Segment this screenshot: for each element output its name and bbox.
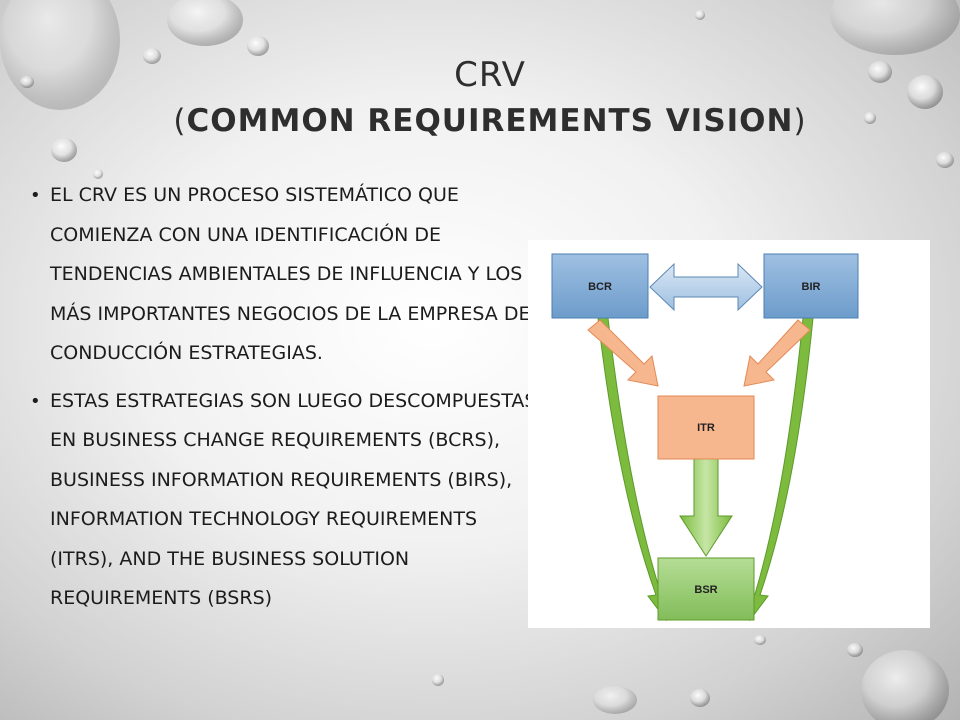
node-bsr-label: BSR <box>694 584 717 596</box>
node-bcr: BCR <box>551 253 649 319</box>
title-expansion-text: Common Requirements Vision <box>186 103 794 139</box>
node-bsr: BSR <box>657 557 755 621</box>
title-acronym: CRV <box>454 55 526 95</box>
arrow-bir-to-itr <box>743 319 811 387</box>
node-bir: BIR <box>763 253 859 319</box>
node-itr-label: ITR <box>697 422 715 434</box>
bullet-list: • El CRV es un proceso sistemático que c… <box>24 176 544 627</box>
arrow-itr-to-bsr <box>679 458 733 557</box>
title-close-paren: ) <box>793 103 807 139</box>
double-arrow-bcr-bir <box>649 262 763 312</box>
bullet-dot-icon: • <box>30 185 41 206</box>
node-itr: ITR <box>657 395 755 460</box>
bullet-text: Estas estrategias son luego descompuesta… <box>50 389 537 610</box>
bullet-item: • Estas estrategias son luego descompues… <box>24 382 544 619</box>
crv-diagram: BCR BIR ITR BSR <box>528 240 930 628</box>
node-bir-label: BIR <box>802 281 821 293</box>
bullet-dot-icon: • <box>30 390 41 412</box>
title-expansion: (Common Requirements Vision) <box>100 98 880 144</box>
title-open-paren: ( <box>173 103 187 139</box>
arrow-bcr-to-itr <box>587 319 659 387</box>
node-bcr-label: BCR <box>588 281 612 293</box>
bullet-text: El CRV es un proceso sistemático que com… <box>50 184 531 364</box>
bullet-item: • El CRV es un proceso sistemático que c… <box>24 176 544 374</box>
slide-title: CRV (Common Requirements Vision) <box>100 52 880 144</box>
